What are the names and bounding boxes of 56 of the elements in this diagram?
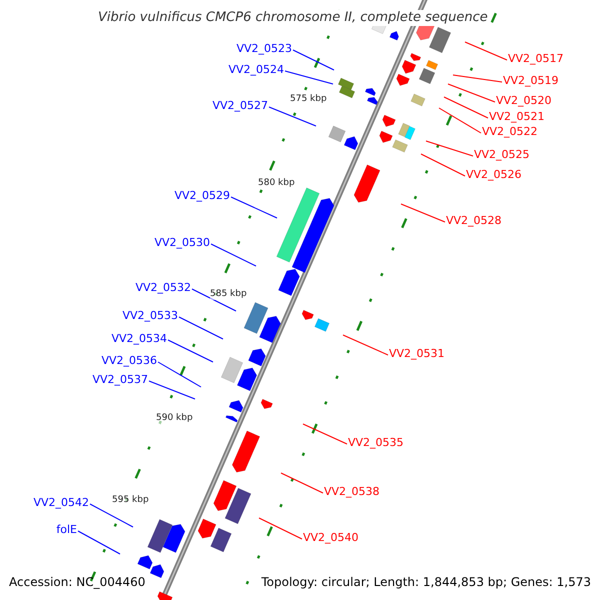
gene-label: VV2_0534 bbox=[111, 332, 167, 345]
leader-line bbox=[284, 70, 334, 84]
scale-label: 595 kbp bbox=[112, 495, 149, 506]
gene-label: VV2_0519 bbox=[503, 74, 559, 87]
accession-text: Accession: NC_004460 bbox=[9, 575, 146, 590]
leader-line bbox=[400, 204, 446, 222]
gene-label: folE bbox=[56, 523, 77, 536]
gene-label: VV2_0526 bbox=[466, 168, 522, 181]
gene-label: VV2_0537 bbox=[92, 373, 148, 386]
leader-line bbox=[168, 340, 214, 362]
leader-line bbox=[448, 84, 496, 102]
leader-line bbox=[78, 530, 120, 554]
gene-label: VV2_0531 bbox=[389, 347, 445, 360]
leader-line bbox=[280, 472, 324, 494]
leader-line bbox=[292, 50, 334, 70]
gene-label: VV2_0524 bbox=[228, 63, 284, 76]
summary-text: Topology: circular; Length: 1,844,853 bp; Genes: 1,573 bbox=[261, 575, 591, 590]
gene-label: VV2_0517 bbox=[508, 52, 564, 65]
leader-line bbox=[90, 504, 134, 528]
gene-label: VV2_0528 bbox=[446, 214, 502, 227]
title: Vibrio vulnificus CMCP6 chromosome II, complete sequence bbox=[96, 10, 490, 26]
leader-line bbox=[148, 380, 196, 400]
leader-line bbox=[268, 106, 316, 126]
leader-line bbox=[444, 96, 488, 118]
scale-label: 590 kbp bbox=[156, 413, 193, 424]
scale-label: 575 kbp bbox=[290, 94, 327, 105]
gene-label: VV2_0538 bbox=[324, 485, 380, 498]
gene-label: VV2_0525 bbox=[474, 148, 530, 161]
gene-label: VV2_0542 bbox=[33, 496, 89, 509]
leader-line bbox=[302, 424, 348, 444]
gene-label: VV2_0533 bbox=[122, 309, 178, 322]
gene-label: VV2_0532 bbox=[135, 281, 191, 294]
leader-line bbox=[258, 518, 302, 540]
leader-line bbox=[158, 362, 202, 388]
gene-label: VV2_0523 bbox=[236, 42, 292, 55]
scale-label: 585 kbp bbox=[210, 289, 247, 300]
leader-line bbox=[178, 316, 224, 340]
gene-label: VV2_0540 bbox=[303, 531, 359, 544]
gene-label: VV2_0521 bbox=[489, 110, 545, 123]
gene-label: VV2_0536 bbox=[101, 354, 157, 367]
leader-line bbox=[420, 154, 466, 176]
leader-line bbox=[438, 108, 482, 134]
gene-label: VV2_0535 bbox=[348, 436, 404, 449]
leader-line bbox=[192, 288, 236, 312]
leader-line bbox=[464, 42, 508, 60]
gene-label: VV2_0529 bbox=[174, 189, 230, 202]
gene-label: VV2_0520 bbox=[496, 94, 552, 107]
gene-label: VV2_0527 bbox=[212, 99, 268, 112]
leader-line bbox=[426, 140, 474, 156]
leader-line bbox=[342, 334, 388, 356]
gene-label: VV2_0522 bbox=[482, 125, 538, 138]
leader-line bbox=[452, 74, 502, 82]
leader-line bbox=[210, 244, 256, 266]
scale-label: 580 kbp bbox=[258, 178, 295, 189]
gene-label: VV2_0530 bbox=[154, 236, 210, 249]
leader-line bbox=[230, 196, 278, 218]
